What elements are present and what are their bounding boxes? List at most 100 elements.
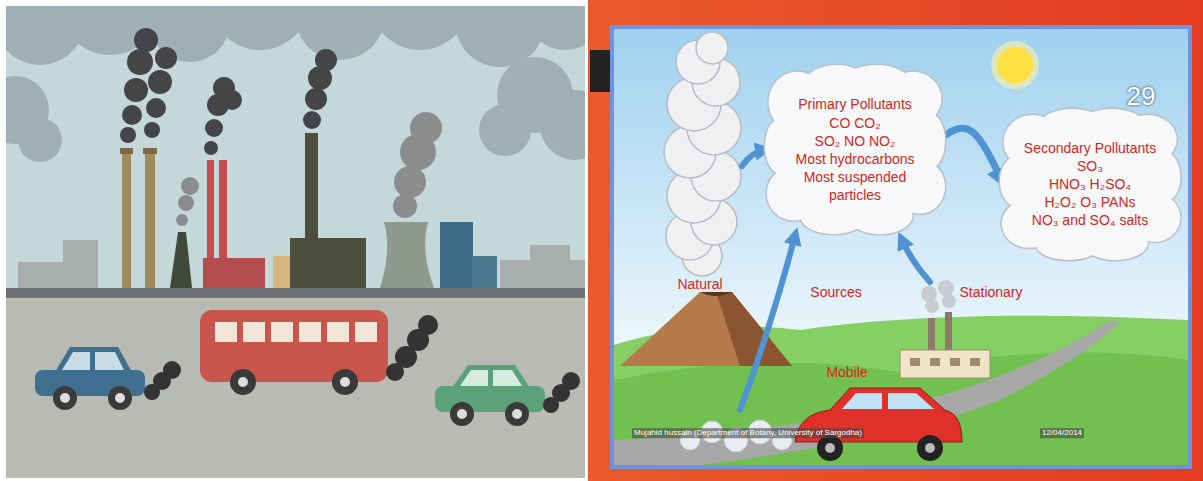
smoke-plumes bbox=[155, 47, 177, 69]
cloud-heading: Secondary Pollutants bbox=[1024, 139, 1156, 157]
smoke-plumes bbox=[205, 119, 223, 137]
red-bus bbox=[386, 315, 438, 381]
blue-car bbox=[53, 386, 77, 410]
smoke-plumes bbox=[394, 166, 426, 198]
red-bus bbox=[299, 322, 321, 342]
green-car bbox=[435, 386, 545, 412]
red-car bbox=[825, 443, 835, 453]
green-car bbox=[562, 372, 580, 390]
pollutant-list: Most hydrocarbons bbox=[789, 150, 921, 168]
blue-car bbox=[163, 361, 181, 379]
smoke-plumes bbox=[134, 28, 158, 52]
dark-clouds bbox=[6, 6, 585, 162]
dark-clouds bbox=[18, 118, 62, 162]
cloud-shape bbox=[765, 65, 945, 234]
factories bbox=[380, 222, 434, 288]
blue-car bbox=[35, 347, 181, 410]
slide-background bbox=[588, 0, 1203, 481]
pollutant-list: CO CO₂ bbox=[789, 114, 921, 132]
source-arrows bbox=[902, 240, 930, 282]
factories bbox=[219, 160, 227, 260]
red-bus bbox=[200, 310, 438, 395]
source-label: Natural bbox=[677, 276, 722, 293]
dark-clouds bbox=[295, 6, 385, 60]
volcano bbox=[700, 292, 732, 296]
smoke-plumes bbox=[176, 214, 188, 226]
green-car bbox=[460, 370, 522, 386]
smoke-plumes bbox=[124, 78, 148, 102]
factories bbox=[440, 222, 473, 288]
cloud-fill bbox=[1011, 121, 1170, 248]
cloud-outline bbox=[776, 79, 934, 221]
pollutant-list: NO₃ and SO₄ salts bbox=[1024, 211, 1156, 229]
volcano bbox=[716, 292, 792, 366]
factory bbox=[930, 358, 940, 366]
blue-car bbox=[144, 361, 181, 400]
red-car bbox=[917, 435, 943, 461]
smoke-plumes bbox=[120, 28, 442, 226]
factory bbox=[900, 350, 990, 378]
factory bbox=[942, 294, 956, 308]
cloud-outline bbox=[765, 65, 945, 234]
slide-background bbox=[612, 27, 1190, 467]
sun bbox=[997, 47, 1033, 83]
factories bbox=[120, 133, 497, 288]
red-bus bbox=[215, 322, 237, 342]
blue-car bbox=[62, 352, 124, 370]
smoke-plumes bbox=[303, 111, 321, 129]
factories bbox=[120, 148, 133, 154]
red-bus bbox=[340, 377, 350, 387]
cloud-outline bbox=[1000, 109, 1180, 260]
factories bbox=[122, 148, 131, 288]
red-car bbox=[925, 443, 935, 453]
pollutant-cloud: Primary PollutantsCO CO₂SO₂ NO NO₂Most h… bbox=[777, 81, 933, 218]
green-car bbox=[435, 365, 580, 426]
smoke-plumes bbox=[120, 127, 136, 143]
green-car bbox=[505, 402, 529, 426]
factory bbox=[970, 358, 980, 366]
smoke-plumes bbox=[144, 122, 160, 138]
pollutant-list: H₂O₂ O₃ PANs bbox=[1024, 193, 1156, 211]
source-label: Stationary bbox=[959, 284, 1022, 301]
dark-clouds bbox=[540, 90, 585, 160]
red-bus bbox=[327, 322, 349, 342]
cloud-outline bbox=[1011, 121, 1170, 248]
red-bus bbox=[271, 322, 293, 342]
cloud-fill bbox=[776, 79, 934, 221]
sun bbox=[991, 41, 1039, 89]
factories bbox=[143, 148, 157, 154]
green-car bbox=[452, 365, 530, 388]
factory bbox=[950, 358, 960, 366]
factories bbox=[145, 148, 155, 288]
smoke-plumes bbox=[315, 49, 337, 71]
red-bus bbox=[215, 322, 377, 342]
dark-clouds bbox=[479, 104, 531, 156]
smoke-plumes bbox=[181, 177, 199, 195]
city-pollution-scene bbox=[6, 6, 585, 478]
dark-clouds bbox=[370, 6, 470, 50]
red-bus bbox=[200, 310, 388, 382]
red-bus bbox=[230, 369, 256, 395]
source-label: Mobile bbox=[826, 364, 867, 381]
horizon-strip bbox=[6, 288, 585, 298]
source-arrows bbox=[740, 236, 795, 410]
factory bbox=[921, 280, 956, 313]
dark-clouds bbox=[60, 6, 160, 55]
city-pollution-scene bbox=[6, 6, 585, 478]
smoke-plumes bbox=[222, 90, 242, 110]
factory bbox=[945, 312, 952, 352]
factory bbox=[928, 318, 935, 353]
cloud-heading: Primary Pollutants bbox=[789, 95, 921, 113]
pollutant-list: SO₂ NO NO₂ bbox=[789, 132, 921, 150]
green-car bbox=[543, 372, 580, 413]
volcano-plume bbox=[664, 32, 741, 276]
factories bbox=[472, 256, 497, 288]
road bbox=[6, 297, 585, 478]
red-bus bbox=[238, 377, 248, 387]
cloud-fill bbox=[1000, 109, 1180, 260]
blue-car bbox=[55, 347, 132, 372]
smoke-plumes bbox=[204, 141, 218, 155]
smoke-plumes bbox=[122, 105, 142, 125]
smoke-plumes bbox=[305, 88, 327, 110]
red-bus bbox=[418, 315, 438, 335]
